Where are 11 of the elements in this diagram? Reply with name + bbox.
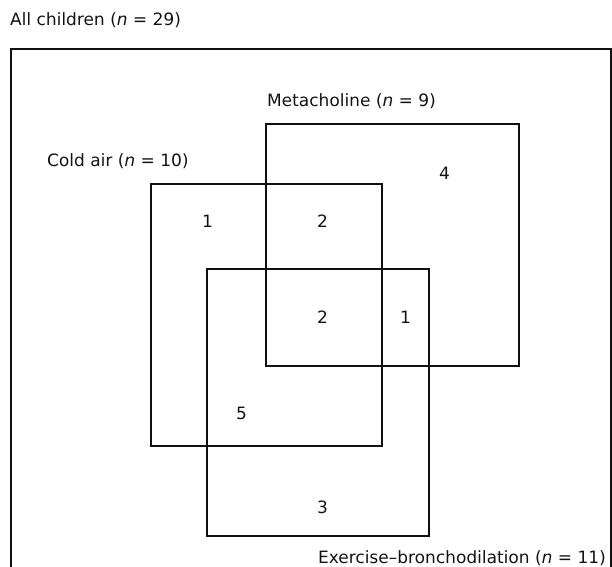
set-label: Cold air (n = 10): [47, 151, 188, 171]
count-label: 2: [317, 212, 328, 232]
count-label: 2: [317, 308, 328, 328]
count-label: 1: [202, 212, 213, 232]
count-label: 1: [400, 308, 411, 328]
set-label: All children (n = 29): [10, 10, 181, 30]
count-label: 3: [317, 498, 328, 518]
set-label: Metacholine (n = 9): [267, 91, 436, 111]
set-label: Exercise–bronchodilation (n = 11): [318, 548, 606, 567]
count-label: 4: [439, 164, 450, 184]
count-label: 5: [236, 404, 247, 424]
